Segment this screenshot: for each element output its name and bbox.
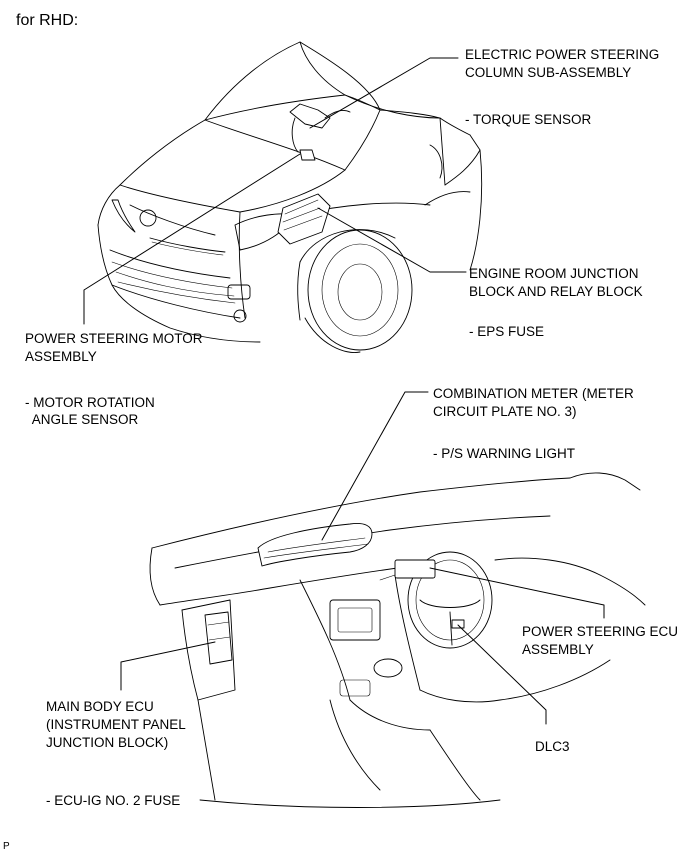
- leader-lines: [83, 57, 605, 725]
- label-comb-meter-line2: CIRCUIT PLATE NO. 3): [433, 404, 577, 419]
- label-main-body-line3: JUNCTION BLOCK): [46, 735, 169, 750]
- label-main-body-line1: MAIN BODY ECU: [46, 699, 154, 714]
- dashboard-illustration: [149, 472, 646, 808]
- label-main-body-line2: (INSTRUMENT PANEL: [46, 717, 186, 732]
- label-ps-motor-line1: POWER STEERING MOTOR: [25, 331, 203, 346]
- label-motor-rotation-line2: ANGLE SENSOR: [25, 412, 139, 427]
- label-engine-room-line2: BLOCK AND RELAY BLOCK: [469, 284, 643, 299]
- footer-code: P: [3, 841, 10, 852]
- page-title: for RHD:: [16, 12, 79, 29]
- label-ps-warning-light: - P/S WARNING LIGHT: [433, 446, 576, 461]
- label-ps-ecu-line1: POWER STEERING ECU: [522, 624, 679, 639]
- label-engine-room-line1: ENGINE ROOM JUNCTION: [469, 266, 639, 281]
- label-ps-motor-line2: ASSEMBLY: [25, 349, 97, 364]
- label-eps-column-line1: ELECTRIC POWER STEERING: [465, 47, 660, 62]
- label-eps-column-line2: COLUMN SUB-ASSEMBLY: [465, 65, 632, 80]
- label-eps-fuse: - EPS FUSE: [469, 324, 545, 339]
- label-dlc3: DLC3: [535, 739, 570, 754]
- label-torque-sensor: - TORQUE SENSOR: [465, 112, 592, 127]
- label-ecu-ig-fuse: - ECU-IG NO. 2 FUSE: [46, 793, 181, 808]
- car-illustration: [97, 41, 483, 353]
- label-ps-ecu-line2: ASSEMBLY: [522, 642, 594, 657]
- label-motor-rotation-line1: - MOTOR ROTATION: [25, 395, 155, 410]
- label-comb-meter-line1: COMBINATION METER (METER: [433, 386, 634, 401]
